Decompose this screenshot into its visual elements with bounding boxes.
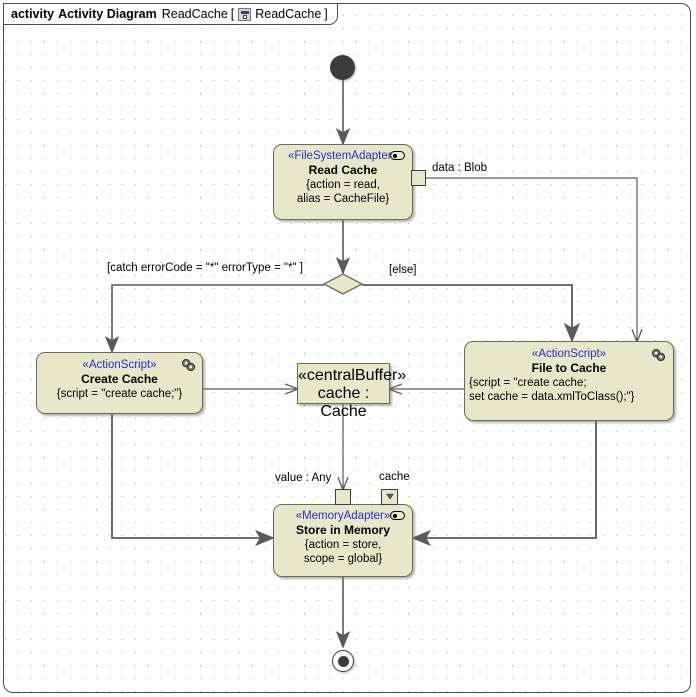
activity-diagram-icon bbox=[238, 7, 252, 21]
action-create-cache[interactable]: «ActionScript» Create Cache {script = "c… bbox=[36, 352, 203, 414]
central-buffer-name: cache : Cache bbox=[317, 385, 370, 420]
edge-datapin-to-filetocache bbox=[424, 177, 637, 341]
edge-decision-else-to-filetocache bbox=[362, 284, 581, 343]
store-in-memory-prop-1: {action = store, bbox=[304, 539, 382, 551]
edge-filetocache-to-storeinmemory bbox=[411, 421, 597, 547]
title-keyword: activity bbox=[11, 7, 55, 21]
action-file-to-cache[interactable]: «ActionScript» File to Cache {script = "… bbox=[464, 341, 674, 421]
guard-label-catch: [catch errorCode = "*" errorType = "*" ] bbox=[107, 262, 303, 274]
store-in-memory-prop-2: scope = global} bbox=[303, 553, 383, 565]
pin-triangle-icon bbox=[385, 493, 394, 500]
file-to-cache-properties: {script = "create cache; set cache = dat… bbox=[465, 376, 673, 404]
read-cache-stereotype: «FileSystemAdapter» bbox=[288, 150, 398, 162]
diagram-title-tab[interactable]: activity Activity Diagram ReadCache [ Re… bbox=[3, 3, 338, 25]
create-cache-name: Create Cache bbox=[81, 372, 158, 386]
create-cache-stereotype: «ActionScript» bbox=[82, 359, 157, 371]
read-cache-prop-2: alias = CacheFile} bbox=[296, 193, 390, 205]
action-store-in-memory[interactable]: «MemoryAdapter» Store in Memory {action … bbox=[273, 504, 413, 577]
pin-label-cache: cache bbox=[379, 471, 410, 483]
script-action-icon bbox=[652, 349, 665, 362]
read-cache-name: Read Cache bbox=[308, 163, 378, 177]
store-in-memory-stereotype: «MemoryAdapter» bbox=[295, 510, 391, 522]
input-pin-value-any[interactable] bbox=[335, 489, 351, 505]
edge-createcache-to-storeinmemory bbox=[111, 414, 275, 547]
central-buffer-node[interactable]: «centralBuffer» cache : Cache bbox=[297, 363, 406, 420]
read-cache-prop-1: {action = read, bbox=[306, 179, 380, 191]
file-to-cache-stereotype: «ActionScript» bbox=[531, 348, 607, 360]
script-action-icon bbox=[182, 359, 195, 372]
store-in-memory-properties: {action = store, scope = global} bbox=[274, 538, 412, 566]
pin-label-data-blob: data : Blob bbox=[432, 162, 487, 174]
central-buffer-stereotype: «centralBuffer» bbox=[298, 367, 407, 384]
initial-node[interactable] bbox=[330, 55, 355, 80]
pin-label-value-any: value : Any bbox=[275, 472, 332, 484]
title-bracket-open: [ bbox=[230, 7, 235, 21]
file-to-cache-prop-1: {script = "create cache; bbox=[469, 377, 587, 389]
create-cache-properties: {script = "create cache;"} bbox=[37, 387, 202, 401]
decision-node[interactable] bbox=[322, 272, 364, 298]
streaming-action-icon bbox=[390, 511, 405, 520]
file-to-cache-name: File to Cache bbox=[531, 361, 607, 375]
read-cache-properties: {action = read, alias = CacheFile} bbox=[274, 178, 412, 206]
title-bracket-close: ] bbox=[324, 7, 328, 21]
output-pin-data-blob[interactable] bbox=[411, 170, 426, 186]
activity-final-inner bbox=[337, 655, 349, 667]
store-in-memory-name: Store in Memory bbox=[295, 523, 391, 537]
streaming-action-icon bbox=[390, 151, 405, 160]
edge-decision-catch-to-createcache bbox=[104, 284, 324, 354]
file-to-cache-prop-2: set cache = data.xmlToClass();"} bbox=[469, 391, 635, 403]
guard-label-else: [else] bbox=[389, 264, 417, 276]
streaming-input-pin-cache[interactable] bbox=[381, 489, 398, 505]
create-cache-prop-1: {script = "create cache;"} bbox=[56, 388, 183, 400]
title-name: ReadCache bbox=[161, 7, 228, 21]
title-kind: Activity Diagram bbox=[58, 7, 157, 21]
title-diagram-ref: ReadCache bbox=[255, 7, 322, 21]
action-read-cache[interactable]: «FileSystemAdapter» Read Cache {action =… bbox=[273, 144, 413, 220]
